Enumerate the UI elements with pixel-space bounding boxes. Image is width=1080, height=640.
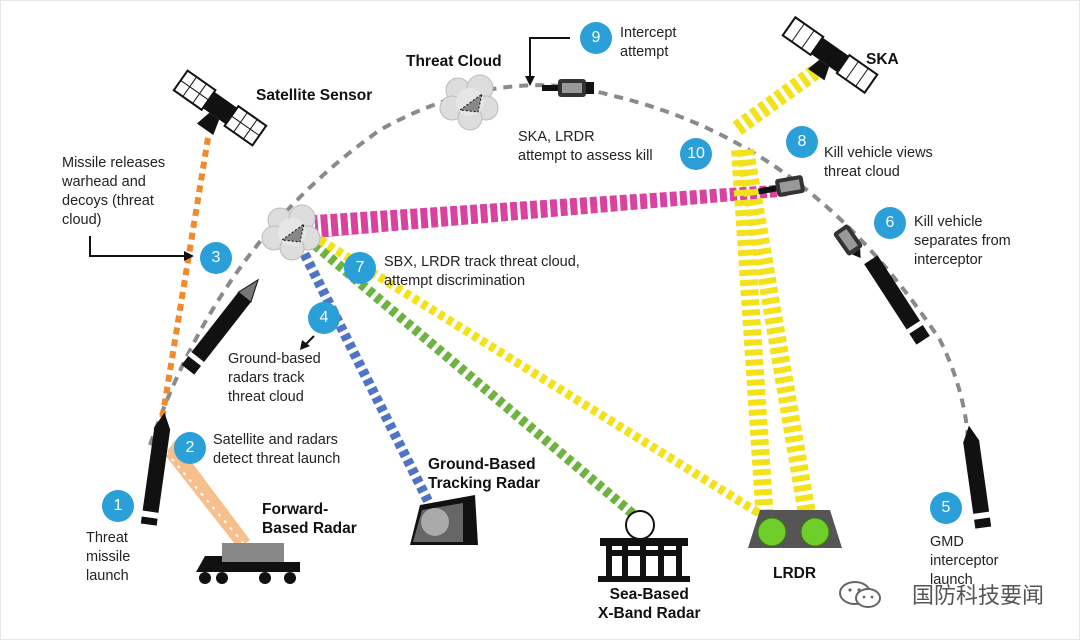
watermark-text: 国防科技要闻: [911, 584, 1044, 609]
step-badge-10: 10: [680, 138, 712, 170]
blue-beam: [295, 242, 440, 518]
satellite-beam: [157, 137, 211, 433]
arrow-step9: [525, 37, 570, 86]
step-text-1: Threat missile launch: [86, 530, 131, 584]
ground-based-radar-icon: [410, 495, 478, 545]
step-text-9: Intercept attempt: [620, 25, 677, 60]
gmd-interceptor-icon: [963, 425, 992, 529]
arrow-step4: [300, 335, 315, 350]
kill-vehicle-intercept-icon: [542, 79, 594, 97]
kill-vehicle-separating-icon: [833, 224, 863, 259]
threat-cloud-top-icon: [439, 74, 499, 131]
step-badge-2: 2: [174, 432, 206, 464]
label-ska: SKA: [866, 51, 899, 68]
green-beam: [311, 241, 644, 524]
forward-radar-truck-icon: [196, 543, 300, 584]
step-text-2: Satellite and radars detect threat launc…: [213, 432, 341, 467]
step-text-4: Ground-based radars track threat cloud: [228, 351, 321, 405]
interceptor-icon: [864, 255, 930, 345]
step-text-5: GMD interceptor launch: [930, 534, 999, 588]
label-sbx: Sea-Based X-Band Radar: [598, 586, 701, 622]
step-badge-6: 6: [874, 207, 906, 239]
step-badge-5: 5: [930, 492, 962, 524]
step-text-8: Kill vehicle views threat cloud: [824, 145, 933, 180]
threat-missile-icon: [140, 412, 171, 526]
label-satellite-sensor: Satellite Sensor: [256, 87, 373, 104]
label-threat-cloud: Threat Cloud: [406, 53, 502, 70]
forward-radar-beam: [165, 440, 250, 548]
kill-vehicle-viewing-icon: [757, 175, 805, 197]
step-text-10: SKA, LRDR attempt to assess kill: [518, 129, 653, 164]
label-ground-radar: Ground-Based Tracking Radar: [428, 456, 540, 492]
wechat-logo-icon: [839, 581, 881, 608]
ska-satellite-icon: [781, 15, 879, 95]
step-badge-4: 4: [308, 302, 340, 334]
lrdr-icon: [748, 510, 842, 548]
step-badge-3: 3: [200, 242, 232, 274]
pink-beam: [315, 184, 790, 238]
satellite-sensor-icon: [172, 69, 268, 147]
step-badge-8: 8: [786, 126, 818, 158]
label-forward-radar: Forward- Based Radar: [262, 501, 357, 537]
midflight-missile-icon: [181, 278, 259, 375]
step-badge-9: 9: [580, 22, 612, 54]
arrow-step3: [89, 236, 194, 261]
step-badge-1: 1: [102, 490, 134, 522]
label-lrdr: LRDR: [773, 565, 817, 582]
threat-cloud-release-icon: [261, 204, 321, 261]
step-text-7: SBX, LRDR track threat cloud, attempt di…: [384, 254, 580, 289]
step-text-3: Missile releases warhead and decoys (thr…: [62, 155, 166, 228]
yellow-beams: [317, 65, 820, 524]
step-badge-7: 7: [344, 252, 376, 284]
step-text-6: Kill vehicle separates from interceptor: [914, 214, 1011, 268]
sea-based-radar-icon: [598, 510, 690, 582]
